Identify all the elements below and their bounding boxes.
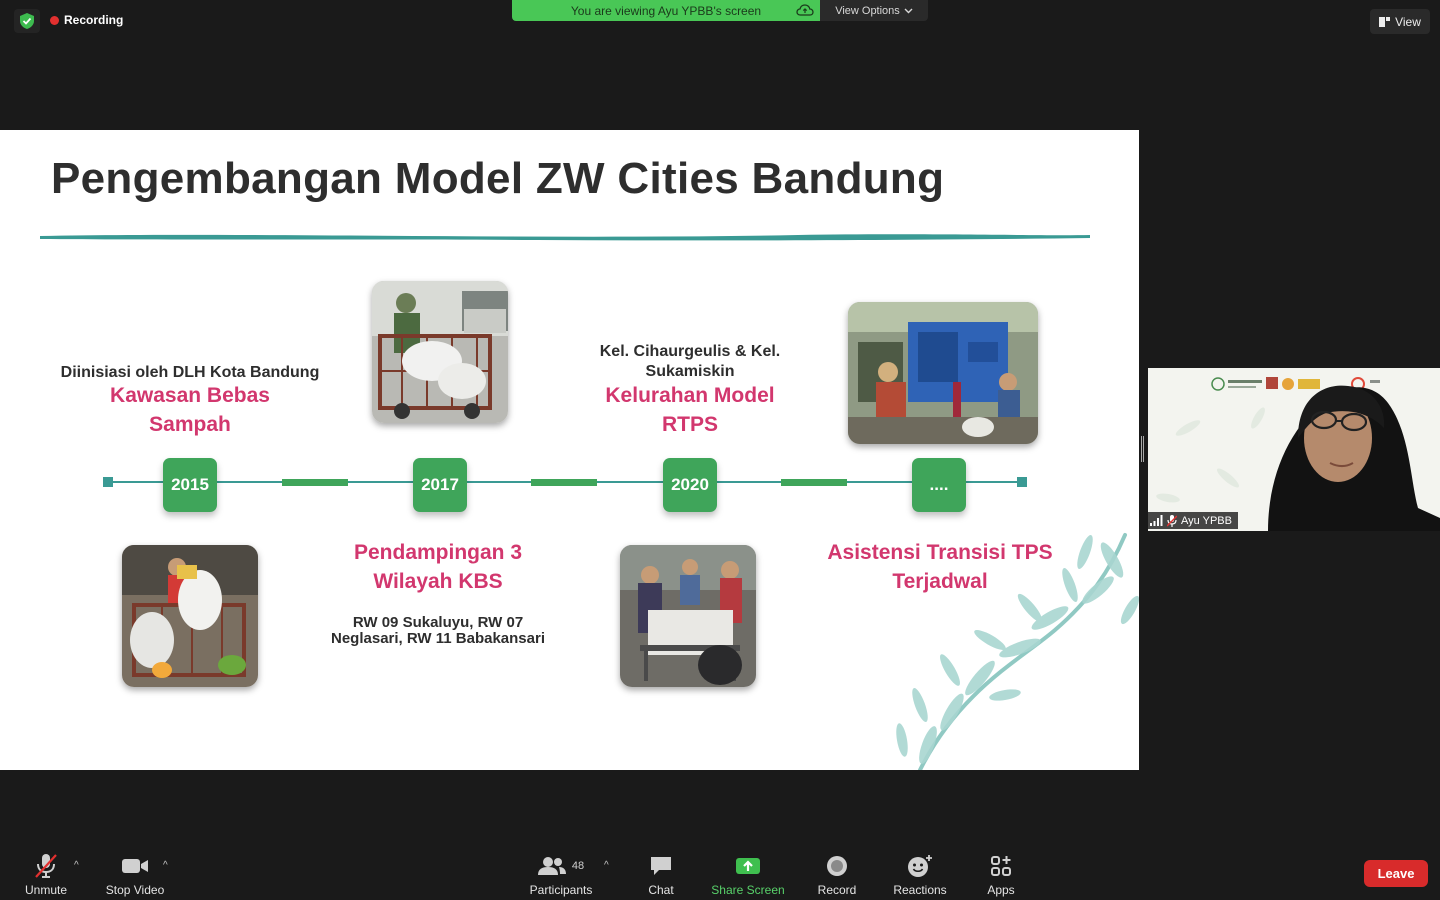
event-2020-location-line2: Sukamiskin (645, 363, 735, 380)
stop-video-button[interactable]: Stop Video (90, 852, 180, 897)
view-button[interactable]: View (1370, 9, 1430, 34)
title-underline (40, 234, 1090, 241)
chat-bubble-icon (649, 852, 673, 880)
year-marker-2015: 2015 (163, 458, 217, 512)
event-2017-title: Pendampingan 3 Wilayah KBS (308, 538, 568, 596)
participants-options-chevron-icon[interactable]: ^ (604, 860, 609, 871)
view-label: View (1395, 14, 1421, 29)
chat-label: Chat (648, 883, 674, 897)
apps-button[interactable]: Apps (956, 852, 1046, 897)
muted-mic-icon (1167, 514, 1177, 527)
participants-label: Participants (529, 883, 593, 897)
event-future-title-line2: Terjadwal (892, 570, 988, 593)
event-2015-title-line2: Sampah (149, 413, 231, 436)
panel-resize-handle[interactable] (1141, 436, 1144, 462)
event-2015-initiator: Diinisiasi oleh DLH Kota Bandung (60, 364, 320, 381)
video-camera-icon (121, 852, 149, 880)
participant-video-tile[interactable]: Ayu YPBB (1148, 368, 1440, 531)
share-screen-label: Share Screen (711, 883, 785, 897)
photo-2020-sorting (620, 545, 756, 687)
chevron-down-icon (904, 8, 913, 13)
event-2020-title: Kelurahan Model RTPS (560, 381, 820, 439)
photo-2015-waste-bags (122, 545, 258, 687)
participants-icon: 48 (537, 852, 585, 880)
event-2015-title-line1: Kawasan Bebas (110, 384, 270, 407)
participant-count: 48 (571, 860, 585, 872)
chat-button[interactable]: Chat (616, 852, 706, 897)
photo-future-machine (848, 302, 1038, 444)
participant-name-label: Ayu YPBB (1148, 512, 1238, 529)
event-2020-location: Kel. Cihaurgeulis & Kel. Sukamiskin (570, 342, 810, 382)
viewing-screen-banner: You are viewing Ayu YPBB's screen (512, 0, 820, 21)
unmute-label: Unmute (24, 883, 68, 897)
event-2020-title-line1: Kelurahan Model (605, 384, 775, 407)
event-2015-title: Kawasan Bebas Sampah (60, 381, 320, 439)
year-marker-2017: 2017 (413, 458, 467, 512)
viewing-banner-text: You are viewing Ayu YPBB's screen (570, 3, 762, 18)
view-options-label: View Options (835, 4, 900, 17)
apps-grid-icon (990, 852, 1012, 880)
timeline (103, 477, 1027, 487)
year-marker-future: .... (912, 458, 966, 512)
leave-button[interactable]: Leave (1364, 860, 1428, 887)
shared-slide: Pengembangan Model ZW Cities Bandung (0, 130, 1139, 770)
record-label: Record (817, 883, 857, 897)
event-2017-title-line2: Wilayah KBS (373, 570, 503, 593)
video-options-chevron-icon[interactable]: ^ (163, 860, 168, 871)
unmute-button[interactable]: Unmute (1, 852, 91, 897)
event-future-title: Asistensi Transisi TPS Terjadwal (800, 538, 1080, 596)
event-2017-detail-line1: RW 09 Sukaluyu, RW 07 (352, 614, 524, 631)
muted-microphone-icon (34, 852, 58, 880)
share-screen-button[interactable]: Share Screen (703, 852, 793, 897)
event-2017-detail-line2: Neglasari, RW 11 Babakansari (331, 630, 545, 647)
slide-title: Pengembangan Model ZW Cities Bandung (51, 154, 945, 203)
cloud-icon (796, 4, 814, 16)
smiley-plus-icon (907, 852, 933, 880)
reactions-button[interactable]: Reactions (875, 852, 965, 897)
participant-name: Ayu YPBB (1181, 514, 1232, 527)
year-marker-2020: 2020 (663, 458, 717, 512)
audio-options-chevron-icon[interactable]: ^ (74, 860, 79, 871)
view-options-button[interactable]: View Options (820, 0, 928, 21)
layout-icon (1379, 16, 1391, 27)
recording-label: Recording (64, 13, 124, 27)
event-2020-location-line1: Kel. Cihaurgeulis & Kel. (599, 343, 781, 360)
event-2020-title-line2: RTPS (661, 413, 718, 436)
apps-label: Apps (987, 883, 1015, 897)
record-icon (826, 852, 848, 880)
leaf-decoration (896, 533, 1139, 770)
reactions-label: Reactions (893, 883, 947, 897)
recording-indicator[interactable]: Recording (50, 13, 123, 27)
event-future-title-line1: Asistensi Transisi TPS (827, 541, 1053, 564)
security-shield-icon[interactable] (14, 9, 40, 33)
record-button[interactable]: Record (792, 852, 882, 897)
event-2017-detail: RW 09 Sukaluyu, RW 07 Neglasari, RW 11 B… (298, 615, 578, 647)
signal-strength-icon (1150, 515, 1163, 526)
share-screen-icon (735, 852, 761, 880)
participants-button[interactable]: 48 Participants (516, 852, 606, 897)
meeting-toolbar: Unmute ^ Stop Video ^ 48 Participants ^ … (0, 846, 1440, 900)
stop-video-label: Stop Video (105, 883, 165, 897)
recording-dot-icon (50, 15, 59, 25)
participant-video-feed (1148, 368, 1440, 531)
photo-2017-waste-cart (372, 281, 508, 423)
event-2017-title-line1: Pendampingan 3 (353, 541, 523, 564)
